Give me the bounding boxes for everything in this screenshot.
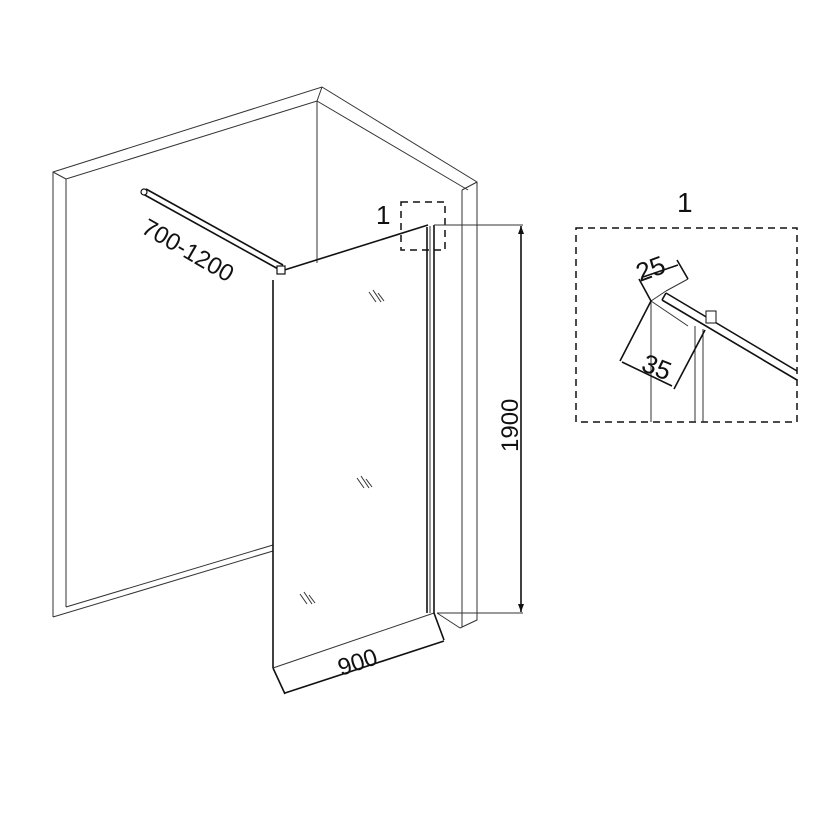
height-label: 1900 bbox=[497, 399, 524, 452]
glass-reflection-icon bbox=[299, 289, 385, 605]
glass-panel bbox=[272, 224, 435, 669]
detail-callout-label: 1 bbox=[376, 200, 390, 230]
detail-title: 1 bbox=[677, 187, 693, 218]
wall-outline bbox=[52, 86, 478, 629]
height-dimension: 1900 bbox=[434, 224, 524, 614]
detail-callout-box bbox=[400, 201, 446, 251]
